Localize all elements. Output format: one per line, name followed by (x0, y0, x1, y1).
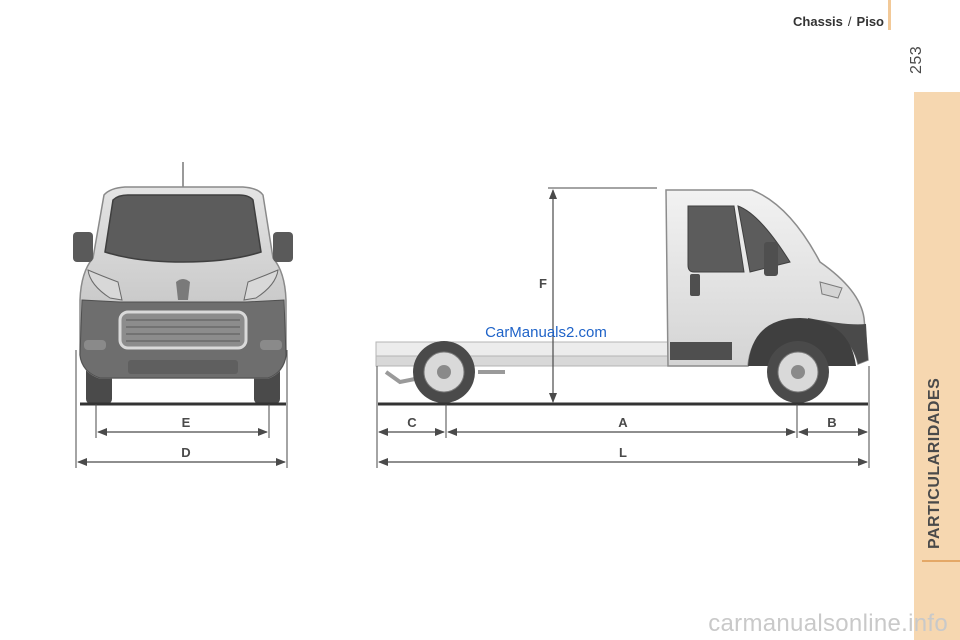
dimension-e-label: E (182, 415, 191, 430)
carmanuals2-watermark: CarManuals2.com (485, 324, 607, 341)
side-step (670, 342, 732, 360)
right-headlight (243, 269, 279, 301)
grille-slats (126, 319, 240, 342)
left-mirror (73, 232, 93, 262)
rear-wheel (413, 341, 475, 403)
side-headlight (819, 281, 843, 299)
lower-intake (128, 360, 238, 374)
section-tab-label: PARTICULARIDADES (926, 377, 943, 549)
page-header: Chassis / Piso (793, 14, 884, 29)
front-bumper-side (808, 318, 868, 364)
right-mirror (273, 232, 293, 262)
tab-rule (922, 560, 960, 562)
side-view-chassis-cab (375, 189, 869, 403)
dimension-b-label: B (827, 415, 836, 430)
page-number: 253 (908, 45, 925, 74)
dimension-a-label: A (618, 415, 628, 430)
cab-door-window (687, 205, 745, 273)
front-grille (118, 310, 248, 350)
door-handle (690, 274, 700, 296)
subchapter-title: Piso (856, 14, 884, 29)
rear-suspension (384, 370, 421, 385)
dimension-d-label: D (181, 445, 190, 460)
left-headlight (87, 269, 123, 301)
section-tab: PARTICULARIDADES (914, 92, 960, 640)
front-view-van (73, 162, 293, 404)
footer-watermark: carmanualsonline.info (708, 610, 948, 637)
front-extension-lines (75, 350, 288, 468)
left-fog-light (84, 340, 106, 350)
header-accent-rule (888, 0, 891, 30)
dimension-c-label: C (407, 415, 417, 430)
header-separator: / (847, 14, 852, 29)
windshield (104, 194, 262, 263)
chapter-title: Chassis (793, 14, 843, 29)
vehicle-dimension-diagram: E D F (73, 162, 870, 468)
side-extension-lines (376, 366, 870, 468)
right-fog-light (260, 340, 282, 350)
dimension-f-label: F (539, 276, 547, 291)
side-mirror (764, 242, 778, 276)
dimension-l-label: L (619, 445, 627, 460)
front-wheel (767, 341, 829, 403)
brand-logo (176, 279, 190, 300)
